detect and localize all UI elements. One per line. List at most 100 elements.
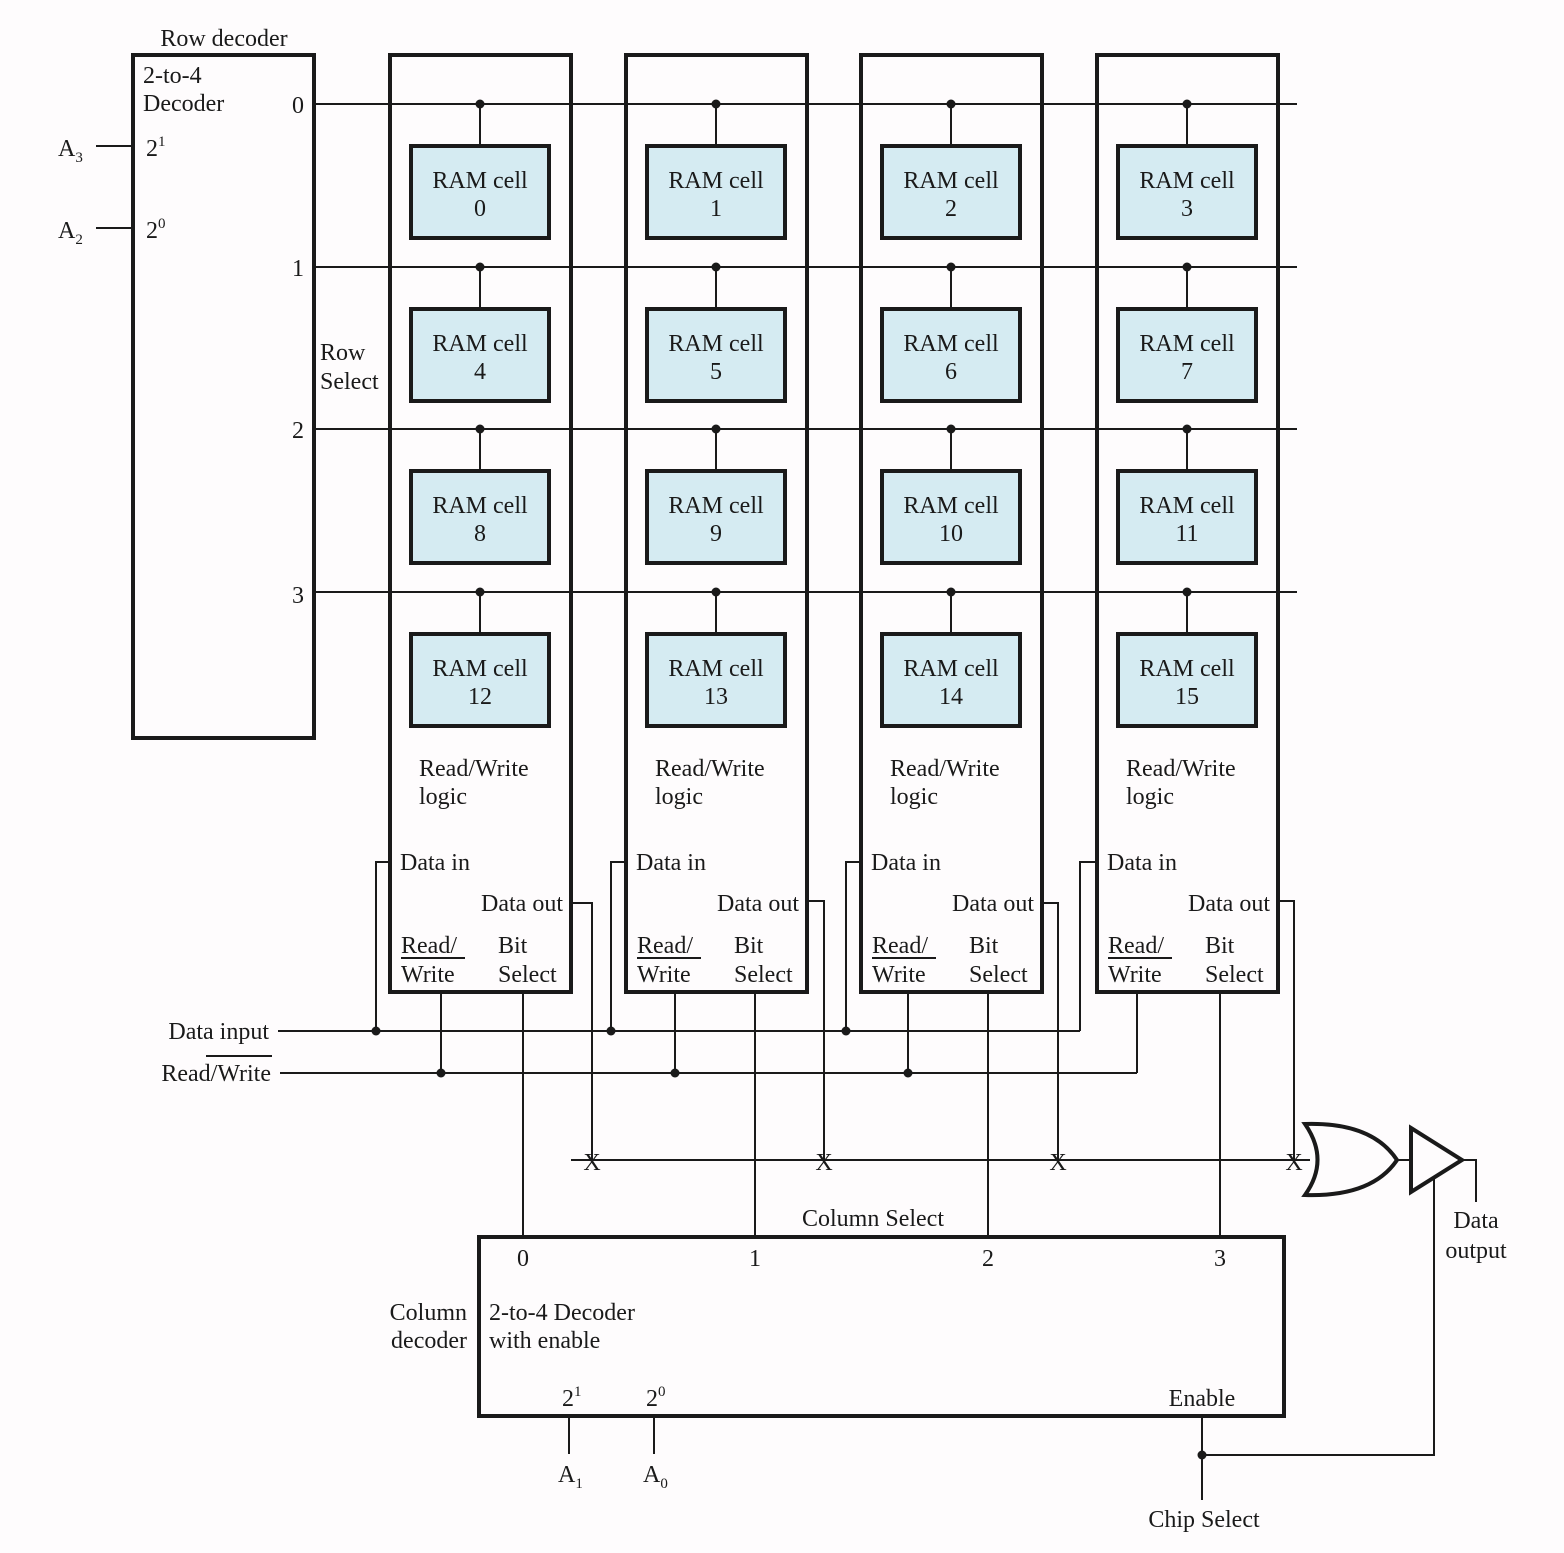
ram-cell-index: 5	[710, 359, 722, 385]
data-out-label: Data out	[717, 891, 799, 917]
data-in-label: Data in	[871, 850, 941, 876]
junction-dot	[711, 587, 721, 597]
row-decoder-title: Row decoder	[160, 26, 287, 52]
rw-logic-label-line2: logic	[1126, 784, 1174, 810]
ram-cell-index: 1	[710, 196, 722, 222]
ram-cell-box	[1116, 307, 1258, 403]
bit-select-label-line2: Select	[734, 962, 793, 988]
data-out-wire	[1042, 902, 1059, 1160]
ram-cell-label: RAM cell	[432, 493, 528, 519]
row-output-1-label: 1	[292, 256, 304, 282]
rw-logic-label-line2: logic	[419, 784, 467, 810]
column-decoder: Column Select 0 1 2 3 Column decoder 2-t…	[390, 1206, 1286, 1492]
junction-dot	[1182, 424, 1192, 434]
junction-dot	[670, 1068, 680, 1078]
row-decoder-type-line1: 2-to-4	[143, 63, 202, 89]
wired-or-crossing-mark: X	[815, 1150, 832, 1176]
ram-cell-box	[409, 144, 551, 240]
junction-dot	[841, 1026, 851, 1036]
ram-cell-label: RAM cell	[903, 331, 999, 357]
input-buses: Data input Read/Write	[161, 1019, 1310, 1161]
a3-input-label: A3	[58, 136, 83, 166]
column-decoder-side-line1: Column	[390, 1300, 467, 1326]
a1-input-label: A1	[558, 1462, 583, 1492]
bit-select-label-line2: Select	[969, 962, 1028, 988]
ram-cell-box	[409, 469, 551, 565]
data-in-wire	[845, 861, 861, 1031]
ram-cell-label: RAM cell	[903, 656, 999, 682]
row-output-0-label: 0	[292, 93, 304, 119]
data-in-label: Data in	[400, 850, 470, 876]
junction-dot	[1182, 262, 1192, 272]
ram-cell-box	[1116, 632, 1258, 728]
ram-cell-index: 13	[704, 684, 728, 710]
junction-dot	[711, 424, 721, 434]
data-in-wire	[610, 861, 626, 1031]
bit-select-label-line2: Select	[498, 962, 557, 988]
rw-pin-label-line1: Read/	[1108, 933, 1164, 959]
data-output-label-line1: Data	[1453, 1208, 1499, 1234]
row-output-3-label: 3	[292, 583, 304, 609]
rw-logic-label-line1: Read/Write	[1126, 756, 1236, 782]
rw-pin-label-line1: Read/	[637, 933, 693, 959]
col-output-3-label: 3	[1214, 1246, 1226, 1272]
row-select-label-line1: Row	[320, 340, 366, 366]
col-output-2-label: 2	[982, 1246, 994, 1272]
ram-cell-index: 15	[1175, 684, 1199, 710]
ram-cell-box	[880, 632, 1022, 728]
data-out-wire	[571, 902, 593, 1160]
data-out-wire	[1278, 900, 1295, 1160]
ram-cell-label: RAM cell	[903, 168, 999, 194]
column-decoder-type-line2: with enable	[489, 1328, 600, 1354]
wired-or-crossing-mark: X	[583, 1150, 600, 1176]
chip-select-label: Chip Select	[1148, 1507, 1260, 1533]
ram-cell-box	[645, 307, 787, 403]
ram-cell-box	[645, 469, 787, 565]
ram-cell-label: RAM cell	[668, 168, 764, 194]
ram-cell-label: RAM cell	[668, 493, 764, 519]
a0-input-label: A0	[643, 1462, 668, 1492]
ram-cell-label: RAM cell	[903, 493, 999, 519]
rw-logic-label-line1: Read/Write	[655, 756, 765, 782]
junction-dot	[711, 262, 721, 272]
ram-cell-index: 4	[474, 359, 486, 385]
junction-dot	[1182, 99, 1192, 109]
data-in-wire	[1079, 861, 1097, 1031]
junction-dot	[475, 99, 485, 109]
ram-cell-box	[1116, 144, 1258, 240]
junction-dot	[371, 1026, 381, 1036]
junction-dot	[436, 1068, 446, 1078]
data-out-wire	[807, 900, 825, 1160]
row-decoder-weight-2-0: 20	[146, 216, 166, 244]
column-decoder-side-line2: decoder	[391, 1328, 467, 1354]
junction-dot	[1182, 587, 1192, 597]
col-decoder-weight-2-0: 20	[646, 1384, 666, 1412]
rw-pin-label-line2: Write	[1108, 962, 1162, 988]
ram-cell-label: RAM cell	[432, 331, 528, 357]
ram-cell-label: RAM cell	[432, 168, 528, 194]
junction-dot	[946, 424, 956, 434]
ram-cell-box	[880, 307, 1022, 403]
ram-cell-box	[645, 144, 787, 240]
ram-cell-index: 8	[474, 521, 486, 547]
col-decoder-weight-2-1: 21	[562, 1384, 582, 1412]
rw-pin-label-line1: Read/	[401, 933, 457, 959]
col-output-0-label: 0	[517, 1246, 529, 1272]
a2-input-label: A2	[58, 218, 83, 248]
rw-logic-label-line1: Read/Write	[890, 756, 1000, 782]
bit-select-label-line1: Bit	[1205, 933, 1235, 959]
ram-cell-index: 9	[710, 521, 722, 547]
ram-cell-box	[409, 307, 551, 403]
